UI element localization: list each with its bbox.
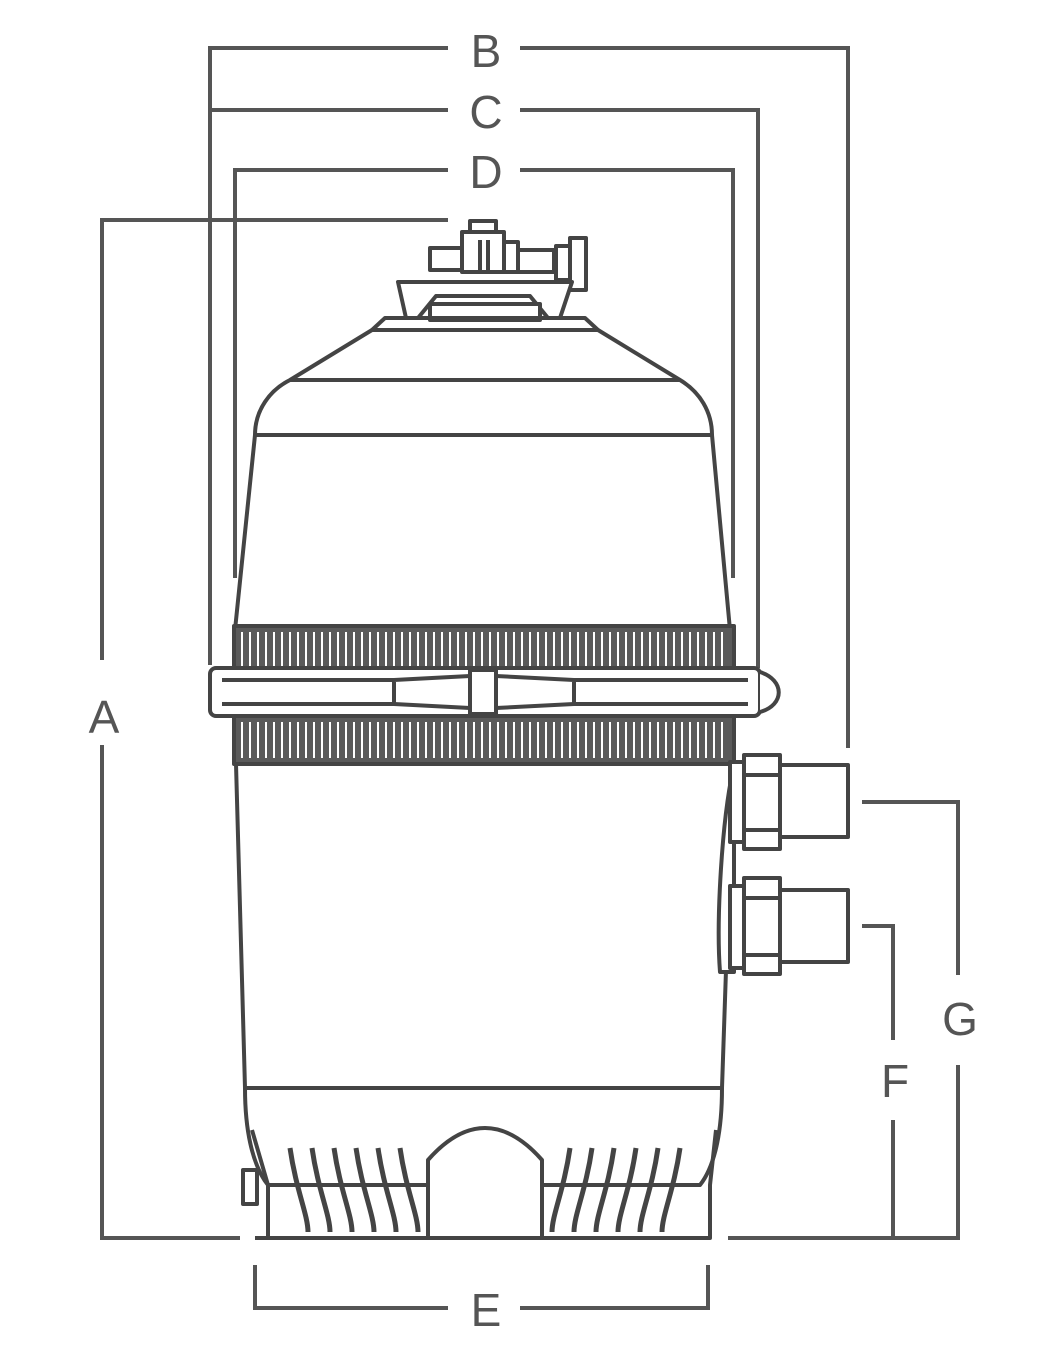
foot-rib xyxy=(659,1147,683,1233)
foot-rib xyxy=(353,1147,377,1233)
foot-rib xyxy=(375,1147,399,1233)
label-b: B xyxy=(471,25,502,77)
foot-rib xyxy=(331,1147,355,1233)
dimension-c-bracket xyxy=(210,108,760,668)
foot-rib xyxy=(615,1147,639,1233)
drain-plug-icon xyxy=(241,1168,259,1206)
foot-rib xyxy=(637,1147,661,1233)
filter-tank xyxy=(208,219,850,1240)
label-d: D xyxy=(469,146,502,198)
base-feet xyxy=(287,1147,683,1233)
tank-dome xyxy=(253,328,714,437)
foot-rib xyxy=(309,1147,333,1233)
dimension-a-bracket xyxy=(100,218,448,1240)
air-relief-valve-icon xyxy=(428,219,588,292)
dimension-d-bracket xyxy=(233,168,735,578)
inlet-port-icon xyxy=(728,876,850,976)
outlet-port-icon xyxy=(728,753,850,851)
base-arch xyxy=(426,1126,544,1238)
foot-rib xyxy=(397,1147,421,1233)
tank-upper-body xyxy=(233,433,732,632)
label-e: E xyxy=(471,1284,502,1336)
dimension-lines xyxy=(100,46,960,1310)
label-g: G xyxy=(942,993,978,1045)
foot-rib xyxy=(593,1147,617,1233)
foot-rib xyxy=(571,1147,595,1233)
dimension-g-bracket xyxy=(728,800,960,1240)
dimension-f-bracket xyxy=(862,924,895,1238)
label-f: F xyxy=(881,1055,909,1107)
foot-rib xyxy=(287,1147,311,1233)
foot-rib xyxy=(549,1147,573,1233)
dimension-b-bracket xyxy=(208,46,850,748)
label-a: A xyxy=(89,691,120,743)
label-c: C xyxy=(469,86,502,138)
tank-lower-body xyxy=(234,762,735,1090)
dimension-e-bracket xyxy=(253,1265,710,1310)
